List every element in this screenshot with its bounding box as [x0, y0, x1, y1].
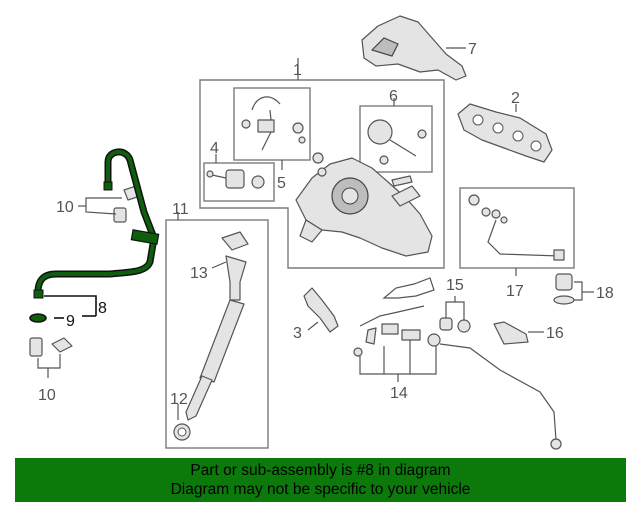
part-5-hoses[interactable] — [241, 96, 306, 151]
callout-7[interactable]: 7 — [468, 41, 477, 58]
callout-1[interactable]: 1 — [293, 62, 302, 79]
part-2-manifold-gasket[interactable] — [457, 103, 553, 163]
callout-8[interactable]: 8 — [98, 300, 107, 317]
part-16-bracket[interactable] — [493, 321, 529, 345]
frame-4-bolts — [203, 162, 275, 202]
callout-2[interactable]: 2 — [511, 90, 520, 107]
parts-diagram: 7 2 1 5 4 — [29, 15, 614, 450]
callout-15[interactable]: 15 — [446, 277, 464, 294]
callout-14[interactable]: 14 — [390, 385, 408, 402]
callout-10-lower[interactable]: 10 — [38, 387, 56, 404]
frame-1-turbo-assembly — [199, 79, 445, 269]
callout-13[interactable]: 13 — [190, 265, 208, 282]
callout-10-upper[interactable]: 10 — [56, 199, 74, 216]
frame-11-exhaust-pipe — [165, 219, 269, 449]
info-banner: Part or sub-assembly is #8 in diagram Di… — [15, 458, 626, 502]
part-11-pipe[interactable] — [173, 231, 249, 441]
part-7-heat-shield[interactable] — [361, 15, 467, 81]
part-14-coolant-pipe[interactable] — [353, 277, 562, 450]
part-6-wastegate-actuator[interactable] — [367, 119, 427, 165]
frame-5-actuator-hoses — [233, 87, 311, 161]
banner-line-2: Diagram may not be specific to your vehi… — [170, 481, 471, 498]
part-15-seals[interactable] — [439, 317, 471, 333]
part-10-clamp-lower[interactable] — [29, 337, 73, 357]
callout-11[interactable]: 11 — [172, 201, 189, 218]
part-10-clamp-upper[interactable] — [113, 185, 141, 223]
banner-line-1: Part or sub-assembly is #8 in diagram — [190, 462, 451, 479]
part-17-oil-line[interactable] — [468, 194, 565, 261]
part-1-turbocharger[interactable] — [295, 152, 433, 257]
callout-9[interactable]: 9 — [66, 313, 75, 330]
callout-17[interactable]: 17 — [506, 283, 524, 300]
part-18-fitting[interactable] — [553, 273, 575, 305]
callout-16[interactable]: 16 — [546, 325, 564, 342]
callout-3[interactable]: 3 — [293, 325, 302, 342]
part-8-highlighted-line[interactable] — [33, 148, 160, 299]
part-4-bolts[interactable] — [206, 169, 265, 189]
part-3-bracket[interactable] — [303, 287, 339, 333]
callout-18[interactable]: 18 — [596, 285, 614, 302]
part-9-washer[interactable] — [29, 313, 47, 323]
callout-4[interactable]: 4 — [210, 140, 219, 157]
callout-12[interactable]: 12 — [170, 391, 188, 408]
callout-6[interactable]: 6 — [389, 88, 398, 105]
callout-5[interactable]: 5 — [277, 175, 286, 192]
frame-17-oil-line — [459, 187, 575, 269]
frame-6-wastegate — [359, 105, 433, 173]
